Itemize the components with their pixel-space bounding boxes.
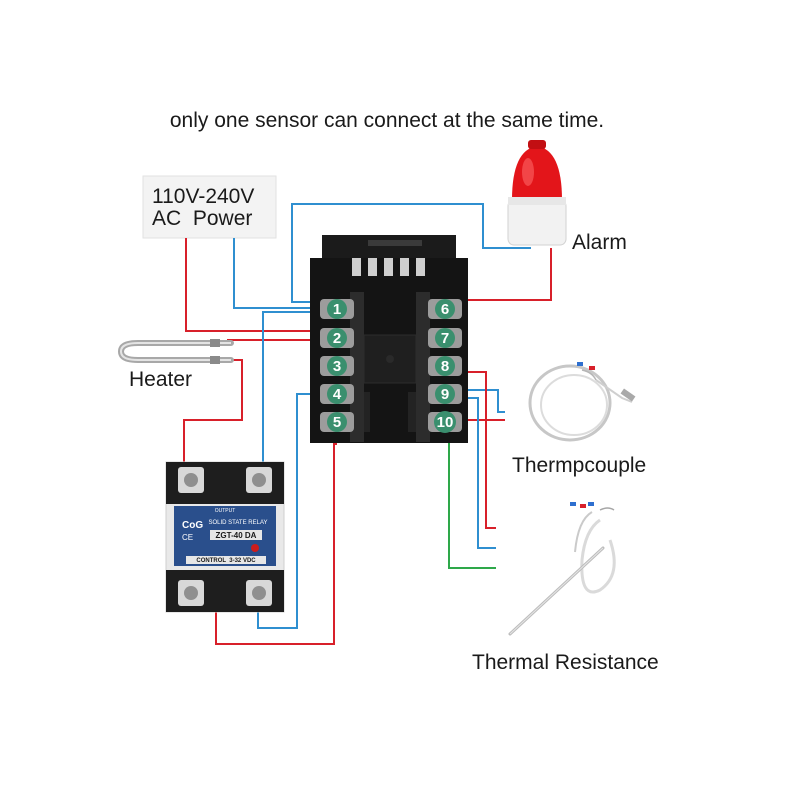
ssr-ce: CE (182, 533, 193, 542)
power-wire-blue (233, 238, 337, 309)
terminal-7-label: 7 (441, 330, 449, 347)
heater-icon (117, 339, 234, 364)
terminal-8-label: 8 (441, 358, 449, 375)
alarm-light-icon (507, 140, 567, 246)
terminals-right: 6 7 8 9 10 (428, 299, 462, 433)
thermocouple-label: Thermpcouple (512, 454, 646, 477)
terminal-1-label: 1 (333, 301, 341, 318)
alarm-label: Alarm (572, 231, 627, 254)
terminal-7: 7 (428, 328, 462, 348)
ssr-brand: CoG (182, 520, 203, 531)
thermocouple-wire-blue (445, 389, 505, 413)
solid-state-relay: OUTPUT CoG CE SOLID STATE RELAY ZGT-40 D… (165, 461, 285, 613)
alarm-wire-blue (291, 203, 531, 303)
terminal-9-label: 9 (441, 386, 449, 403)
power-wire-red (185, 238, 340, 332)
alarm-wire-red (445, 248, 552, 301)
terminal-6-label: 6 (441, 301, 449, 318)
terminal-1: 1 (320, 299, 354, 319)
terminal-4-label: 4 (333, 386, 342, 403)
thermal-resistance-label: Thermal Resistance (472, 651, 659, 674)
thermal-resistance-icon (508, 502, 616, 636)
thermocouple-icon (528, 362, 636, 442)
ac-power-box: 110V-240V AC Power (142, 175, 277, 239)
ssr-control-wire-red (215, 443, 337, 645)
ssr-output-label: OUTPUT (215, 508, 236, 514)
heater-ssr-wire-red (183, 359, 243, 462)
ssr-title: SOLID STATE RELAY (208, 520, 267, 526)
terminals-left: 1 2 3 4 5 (320, 299, 354, 432)
terminal-10: 10 (428, 411, 462, 433)
terminal-5-label: 5 (333, 414, 341, 431)
terminal-2: 2 (320, 328, 354, 348)
rtd-wire-green (448, 426, 496, 569)
terminal-8: 8 (428, 356, 462, 376)
terminal-10-label: 10 (437, 414, 454, 431)
terminal-5: 5 (320, 412, 354, 432)
terminal-3-label: 3 (333, 358, 341, 375)
ssr-control-label: CONTROL 3-32 VDC (196, 558, 256, 564)
heater-label: Heater (129, 368, 192, 391)
power-ac: AC Power (152, 207, 252, 230)
terminal-3: 3 (320, 356, 354, 376)
caption: only one sensor can connect at the same … (170, 109, 604, 132)
terminal-2-label: 2 (333, 330, 341, 347)
ssr-screws (178, 467, 272, 606)
terminal-9: 9 (428, 384, 462, 404)
power-voltage: 110V-240V (152, 185, 254, 208)
terminal-6: 6 (428, 299, 462, 319)
ssr-model: ZGT-40 DA (216, 531, 257, 540)
terminal-4: 4 (320, 384, 354, 404)
